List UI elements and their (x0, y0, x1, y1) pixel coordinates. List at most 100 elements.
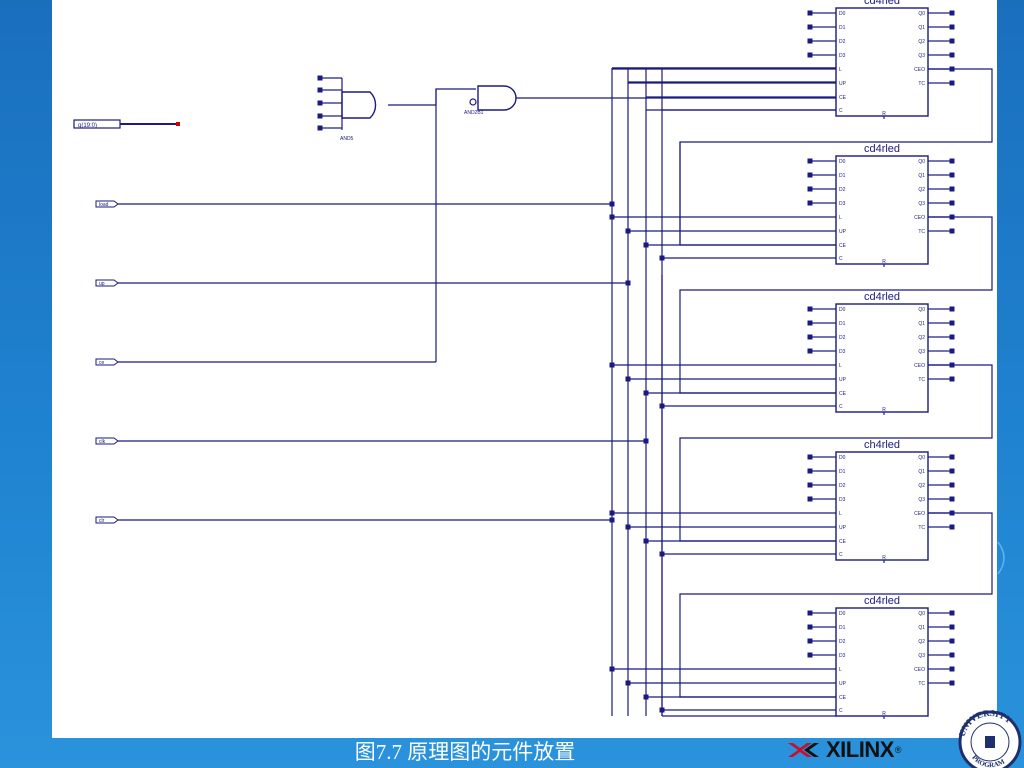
pin-end-dot (949, 10, 955, 16)
input-port-icon (95, 279, 119, 287)
pin-end-dot (807, 172, 813, 178)
pin-end-dot (949, 496, 955, 502)
pin-label-left: D2 (839, 39, 846, 45)
counter-title: cd4rled (864, 595, 900, 607)
input-port-icon (95, 437, 119, 445)
pin-end-dot (807, 468, 813, 474)
pin-label-right: Q1 (918, 321, 925, 327)
pin-label-right: Q1 (918, 625, 925, 631)
pin-end-dot (949, 200, 955, 206)
pin-label-right: Q3 (918, 349, 925, 355)
pin-label-left: CE (839, 539, 847, 545)
pin-end-dot (807, 652, 813, 658)
pin-end-dot (949, 52, 955, 58)
junction-dot (609, 510, 615, 516)
junction-dot (625, 524, 631, 530)
pin-label-right: Q3 (918, 497, 925, 503)
pin-label-right: CEO (914, 67, 925, 73)
pin-end-dot (807, 24, 813, 30)
pin-end-dot (949, 320, 955, 326)
pin-label-right: Q2 (918, 335, 925, 341)
pin-label-left: CE (839, 243, 847, 249)
pin-label-left: L (839, 363, 842, 369)
input-port-icon (95, 200, 119, 208)
pin-label-left: UP (839, 681, 847, 687)
pin-end-dot (949, 680, 955, 686)
pin-end-dot (807, 334, 813, 340)
pin-label-left: D3 (839, 349, 846, 355)
pin-end-dot (807, 186, 813, 192)
cascade-wire (679, 216, 993, 394)
pin-label-left: UP (839, 229, 847, 235)
cascade-wire (679, 512, 993, 698)
pin-end-dot (317, 100, 323, 106)
junction-dot (625, 680, 631, 686)
counter-title: cd4rled (864, 291, 900, 303)
pin-label-right: TC (918, 681, 925, 687)
pin-label-left: CE (839, 95, 847, 101)
pin-end-dot (949, 80, 955, 86)
decorative-arc-icon (997, 541, 1005, 575)
pin-end-dot (807, 10, 813, 16)
pin-label-right: TC (918, 377, 925, 383)
pin-end-dot (949, 38, 955, 44)
pin-end-dot (949, 348, 955, 354)
pin-end-dot (807, 496, 813, 502)
pin-label-right: Q3 (918, 201, 925, 207)
pin-label-left: D3 (839, 53, 846, 59)
pin-end-dot (949, 376, 955, 382)
pin-label-left: D3 (839, 201, 846, 207)
pin-end-dot (807, 610, 813, 616)
pin-end-dot (317, 113, 323, 119)
pin-label-right: Q2 (918, 483, 925, 489)
input-port-icon (95, 516, 119, 524)
pin-label-left: L (839, 215, 842, 221)
input-port-icon (95, 358, 119, 366)
pin-label-right: Q0 (918, 455, 925, 461)
pin-end-dot (807, 348, 813, 354)
junction-dot (643, 390, 649, 396)
pin-label-left: D2 (839, 335, 846, 341)
counter-block (835, 155, 929, 265)
port-label: clr (99, 518, 105, 524)
pin-end-dot (949, 468, 955, 474)
counter-block (835, 451, 929, 561)
pin-label-left: D3 (839, 497, 846, 503)
pin-end-dot (807, 638, 813, 644)
pin-label-left: D1 (839, 173, 846, 179)
pin-label-right: CEO (914, 511, 925, 517)
pin-label-left: CE (839, 695, 847, 701)
pin-end-dot (949, 158, 955, 164)
pin-end-dot (949, 638, 955, 644)
pin-end-dot (949, 172, 955, 178)
and5-gate-icon (341, 91, 377, 119)
pin-label-left: D0 (839, 307, 846, 313)
pin-label-left: D3 (839, 653, 846, 659)
pin-end-dot (949, 652, 955, 658)
pin-label-right: Q0 (918, 11, 925, 17)
cascade-wire (679, 68, 993, 246)
and5-label: AND5 (340, 136, 354, 142)
pin-end-dot (949, 482, 955, 488)
pin-label-left: D2 (839, 187, 846, 193)
pin-label-right: Q0 (918, 307, 925, 313)
counter-title: cd4rled (864, 0, 900, 7)
pin-label-right: Q0 (918, 159, 925, 165)
pin-end-dot (949, 624, 955, 630)
pin-label-left: D2 (839, 483, 846, 489)
pin-label-reset: R (882, 259, 886, 265)
junction-dot (659, 255, 665, 261)
xilinx-mark-icon (788, 743, 819, 757)
pin-label-left: C (839, 256, 843, 262)
pin-end-dot (807, 320, 813, 326)
junction-dot (609, 666, 615, 672)
counter-block (835, 607, 929, 717)
pin-end-dot (807, 52, 813, 58)
pin-end-dot (949, 228, 955, 234)
pin-end-dot (949, 524, 955, 530)
junction-dot (625, 280, 631, 286)
pin-end-dot (807, 158, 813, 164)
counter-title: cd4rled (864, 143, 900, 155)
pin-label-left: C (839, 108, 843, 114)
